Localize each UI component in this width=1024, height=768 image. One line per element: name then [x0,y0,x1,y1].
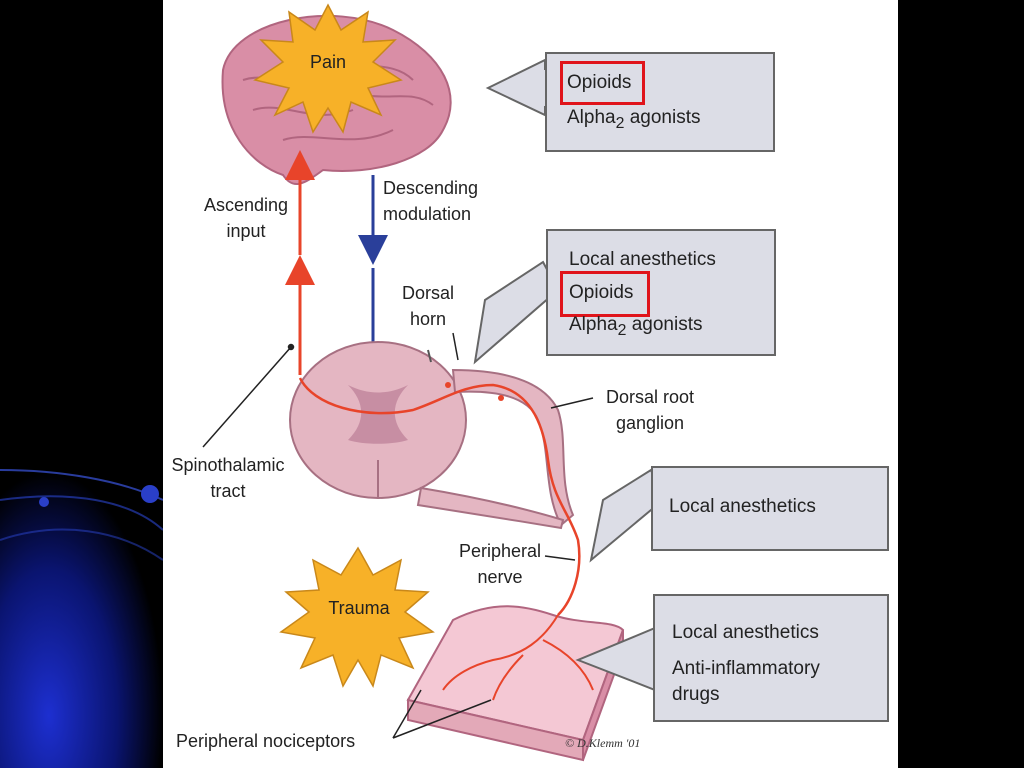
peripheral-nerve-label: Peripheral nerve [458,541,542,587]
agonists-text: agonists [624,107,701,128]
periphery-box-local-anesthetics: Local anesthetics [672,622,819,643]
periphery-drug-box [653,594,889,722]
peripheral-nerve-drug-box [651,466,889,551]
agonists-text: agonists [626,314,703,335]
leader-lines [202,332,594,739]
diagram-panel: Opioids Alpha2 agonists Local anesthetic… [163,0,898,768]
spinal-cord [289,341,467,499]
spinothalamic-tract-label: Spinothalamic tract [171,455,285,501]
brain-box-alpha2: Alpha2 agonists [567,107,700,133]
dorsal-box-local-anesthetics: Local anesthetics [569,249,716,270]
dorsal-box-alpha2: Alpha2 agonists [569,314,702,340]
pain-label: Pain [309,52,347,72]
dorsal-root [451,368,575,527]
ventral-root [416,486,565,530]
descending-modulation-label: Descending modulation [383,178,479,224]
nociceptive-fiber [298,377,581,616]
brain-drug-arrow [485,58,548,117]
dorsal-box-opioids: Opioids [569,282,634,303]
brain-box-opioids: Opioids [567,72,632,93]
opioids-highlight-brain [560,61,645,105]
alpha-subscript: 2 [615,114,625,132]
periphery-box-anti-inflammatory: Anti-inflammatory [672,658,820,679]
trauma-label: Trauma [328,598,390,618]
alpha-subscript: 2 [617,321,627,339]
periphery-box-drugs: drugs [672,684,720,705]
alpha-text: Alpha [569,314,618,335]
slide-background-decoration [0,0,163,768]
pain-pathway-diagram [202,3,665,762]
dorsal-horn-drug-box [546,229,776,356]
nerve-box-local-anesthetics: Local anesthetics [669,496,816,517]
opioids-highlight-dorsal [560,271,650,317]
copyright-text: © D.Klemm '01 [565,736,641,750]
dorsal-horn-label: Dorsal horn [401,283,454,329]
pain-star [253,3,403,134]
peripheral-nociceptors-label: Peripheral nociceptors [176,731,356,751]
dorsal-root-ganglion-label: Dorsal root ganglion [605,387,695,433]
alpha-text: Alpha [567,107,616,128]
trauma-star [279,546,435,688]
ascending-input-label: Ascending input [203,195,289,241]
brain-drug-box [545,52,775,152]
